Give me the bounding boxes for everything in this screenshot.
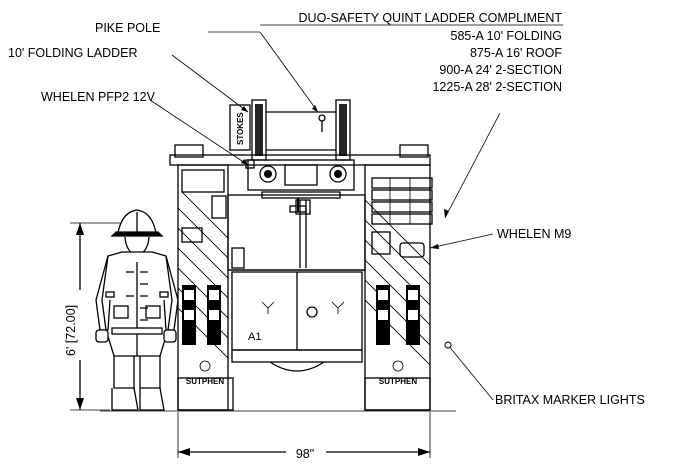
ladder-compliment-title: DUO-SAFETY QUINT LADDER COMPLIMENT [299, 11, 563, 25]
ladder-compliment-block: DUO-SAFETY QUINT LADDER COMPLIMENT 585-A… [260, 11, 563, 94]
folding-ladder-label: 10' FOLDING LADDER [8, 46, 138, 60]
ladder-line-4: 1225-A 28' 2-SECTION [432, 80, 562, 94]
ladder-line-2: 875-A 16' ROOF [470, 46, 562, 60]
right-body-column [364, 164, 433, 411]
stokes-label: STOKES [236, 112, 245, 145]
stacked-ground-ladders [371, 177, 433, 225]
compartment-id-label: A1 [248, 331, 261, 343]
brand-badge-left: SUTPHEN [186, 377, 224, 386]
ladder-line-3: 900-A 24' 2-SECTION [439, 63, 562, 77]
pike-pole-label: PIKE POLE [95, 21, 160, 35]
britax-label: BRITAX MARKER LIGHTS [495, 393, 645, 407]
ladder-line-1: 585-A 10' FOLDING [451, 29, 562, 43]
rear-compartment-a1: A1 [231, 271, 363, 351]
whelen-pfp2-light [245, 159, 255, 169]
height-dimension-label: 6' [72.00] [64, 305, 78, 356]
width-dimension: 98" [177, 412, 431, 462]
whelen-m9-light [399, 242, 425, 258]
leader-lines [149, 31, 501, 401]
whelen-pfp2-label: WHELEN PFP2 12V [41, 90, 156, 104]
left-body-column [177, 164, 229, 411]
firefighter-figure [95, 209, 179, 411]
brand-badge-right: SUTPHEN [379, 377, 417, 386]
width-dimension-label: 98" [296, 447, 314, 461]
whelen-m9-label: WHELEN M9 [497, 227, 571, 241]
height-dimension: 6' [72.00] [64, 222, 120, 411]
aerial-ladder-assembly: STOKES [229, 99, 355, 213]
stokes-basket: STOKES [229, 104, 251, 151]
